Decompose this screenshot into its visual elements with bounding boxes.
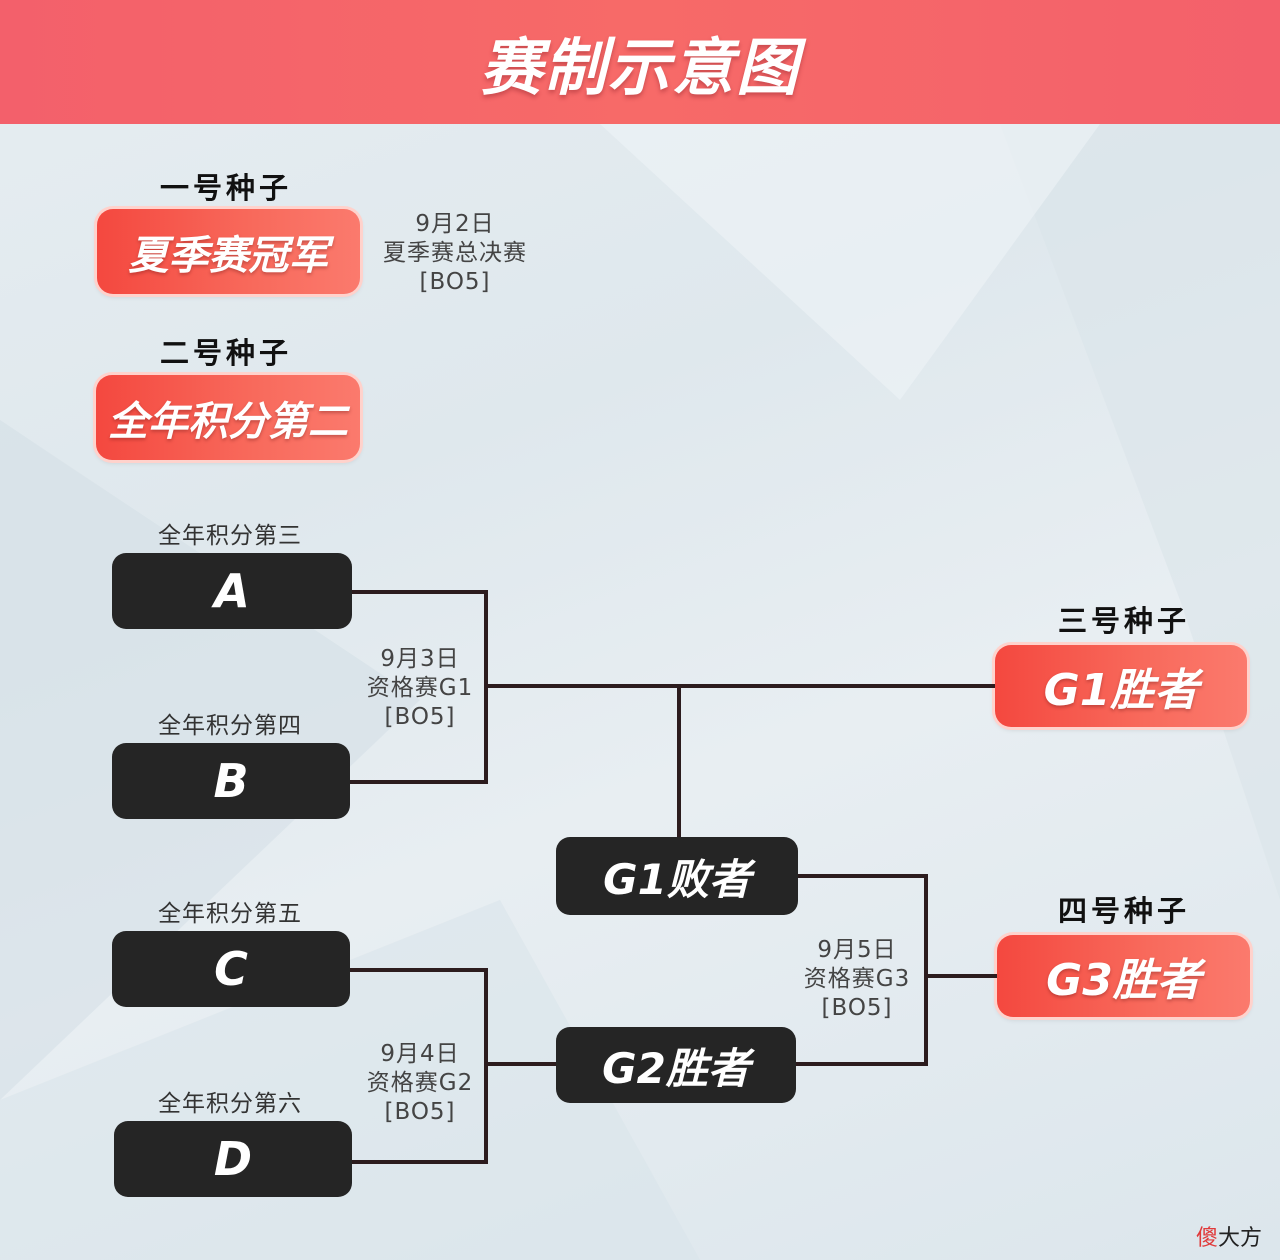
connector-g2-vertical xyxy=(484,968,488,1164)
g1-format: [BO5] xyxy=(384,704,456,730)
team-b-rank: 全年积分第四 xyxy=(158,713,302,739)
title-banner: 赛制示意图 xyxy=(0,0,1280,124)
seed3-box: G1胜者 xyxy=(995,645,1247,727)
g3-name: 资格赛G3 xyxy=(803,966,911,992)
team-c-letter: C xyxy=(214,942,248,996)
g2-match-info: 9月4日 资格赛G2 [BO5] xyxy=(355,1040,485,1127)
watermark: 傻大方 xyxy=(1196,1220,1262,1252)
team-d-letter: D xyxy=(213,1132,253,1186)
team-a-letter: A xyxy=(214,564,250,618)
team-a-rank: 全年积分第三 xyxy=(158,523,302,549)
g1-date: 9月3日 xyxy=(380,646,460,672)
seed3-label: 三号种子 xyxy=(1058,604,1191,638)
seed1-box-text: 夏季赛冠军 xyxy=(128,232,329,279)
connector-g3-to-seed4 xyxy=(924,974,997,978)
seed1-box: 夏季赛冠军 xyxy=(97,209,360,294)
watermark-rest: 大方 xyxy=(1217,1226,1262,1251)
g2-winner-text: G2胜者 xyxy=(602,1043,750,1093)
seed4-label: 四号种子 xyxy=(1058,894,1191,928)
team-c-rank: 全年积分第五 xyxy=(158,901,302,927)
g1-loser-text: G1败者 xyxy=(603,854,751,904)
g2-date: 9月4日 xyxy=(380,1041,460,1067)
g2-winner-box: G2胜者 xyxy=(556,1027,796,1103)
g1-name: 资格赛G1 xyxy=(366,675,474,701)
g3-date: 9月5日 xyxy=(817,937,897,963)
seed2-box-text: 全年积分第二 xyxy=(108,398,348,445)
seed4-box-text: G3胜者 xyxy=(1046,955,1201,1006)
team-b-letter: B xyxy=(213,754,249,808)
page-title: 赛制示意图 xyxy=(479,31,800,104)
team-d-rank: 全年积分第六 xyxy=(158,1091,302,1117)
connector-d-horizontal xyxy=(352,1160,488,1164)
g1-loser-box: G1败者 xyxy=(556,837,798,915)
seed2-box: 全年积分第二 xyxy=(96,375,360,460)
seed2-label: 二号种子 xyxy=(160,336,293,370)
final-date: 9月2日 xyxy=(415,211,495,237)
connector-g1-loser-right xyxy=(798,874,928,878)
team-b-box: B xyxy=(112,743,350,819)
final-match-info: 9月2日 夏季赛总决赛 [BO5] xyxy=(375,210,535,297)
connector-g1-to-seed3 xyxy=(484,684,995,688)
g3-match-info: 9月5日 资格赛G3 [BO5] xyxy=(792,936,922,1023)
team-a-box: A xyxy=(112,553,352,629)
seed3-box-text: G1胜者 xyxy=(1043,665,1199,716)
connector-g3-vertical xyxy=(924,874,928,1066)
team-d-box: D xyxy=(114,1121,352,1197)
g3-format: [BO5] xyxy=(821,995,893,1021)
connector-g2-winner-right xyxy=(796,1062,928,1066)
final-name: 夏季赛总决赛 xyxy=(383,240,527,266)
g2-format: [BO5] xyxy=(384,1099,456,1125)
seed4-box: G3胜者 xyxy=(997,935,1250,1017)
final-format: [BO5] xyxy=(419,269,491,295)
connector-g2-to-winner xyxy=(484,1062,556,1066)
connector-c-horizontal xyxy=(350,968,488,972)
connector-g1-loser-drop xyxy=(677,684,681,837)
connector-a-horizontal xyxy=(352,590,488,594)
connector-b-horizontal xyxy=(350,780,488,784)
watermark-accent: 傻 xyxy=(1195,1226,1218,1251)
seed1-label: 一号种子 xyxy=(160,171,293,205)
g2-name: 资格赛G2 xyxy=(366,1070,474,1096)
team-c-box: C xyxy=(112,931,350,1007)
g1-match-info: 9月3日 资格赛G1 [BO5] xyxy=(355,645,485,732)
